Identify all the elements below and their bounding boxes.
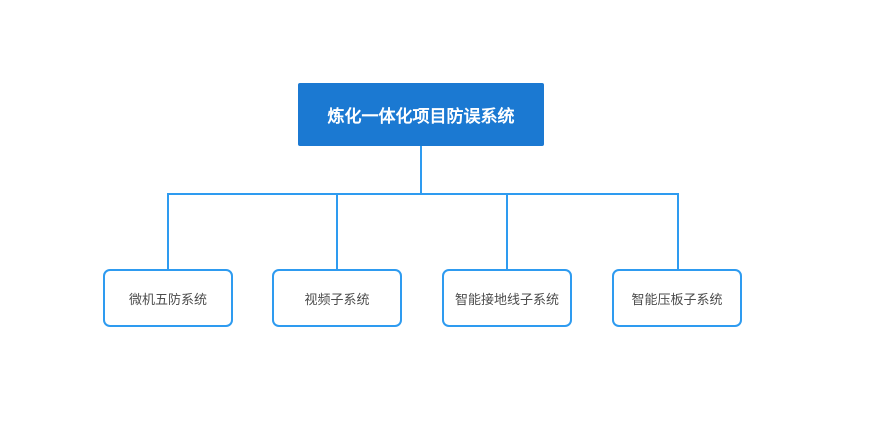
root-node[interactable]: 炼化一体化项目防误系统 bbox=[298, 83, 544, 146]
child-node-label: 智能压板子系统 bbox=[631, 291, 723, 307]
connector-drop-2 bbox=[336, 193, 338, 270]
child-node-label: 智能接地线子系统 bbox=[454, 291, 559, 307]
child-node-grounding[interactable]: 智能接地线子系统 bbox=[442, 269, 572, 327]
child-node-pressplate[interactable]: 智能压板子系统 bbox=[612, 269, 742, 327]
child-node-video[interactable]: 视频子系统 bbox=[272, 269, 402, 327]
child-node-wjwf[interactable]: 微机五防系统 bbox=[103, 269, 233, 327]
connector-horizontal-bus bbox=[167, 193, 679, 195]
connector-root-stem bbox=[420, 146, 422, 195]
connector-drop-3 bbox=[506, 193, 508, 270]
root-node-label: 炼化一体化项目防误系统 bbox=[327, 107, 515, 126]
child-node-label: 微机五防系统 bbox=[128, 291, 207, 307]
connector-drop-1 bbox=[167, 193, 169, 270]
child-node-label: 视频子系统 bbox=[304, 291, 370, 307]
connector-drop-4 bbox=[677, 193, 679, 270]
